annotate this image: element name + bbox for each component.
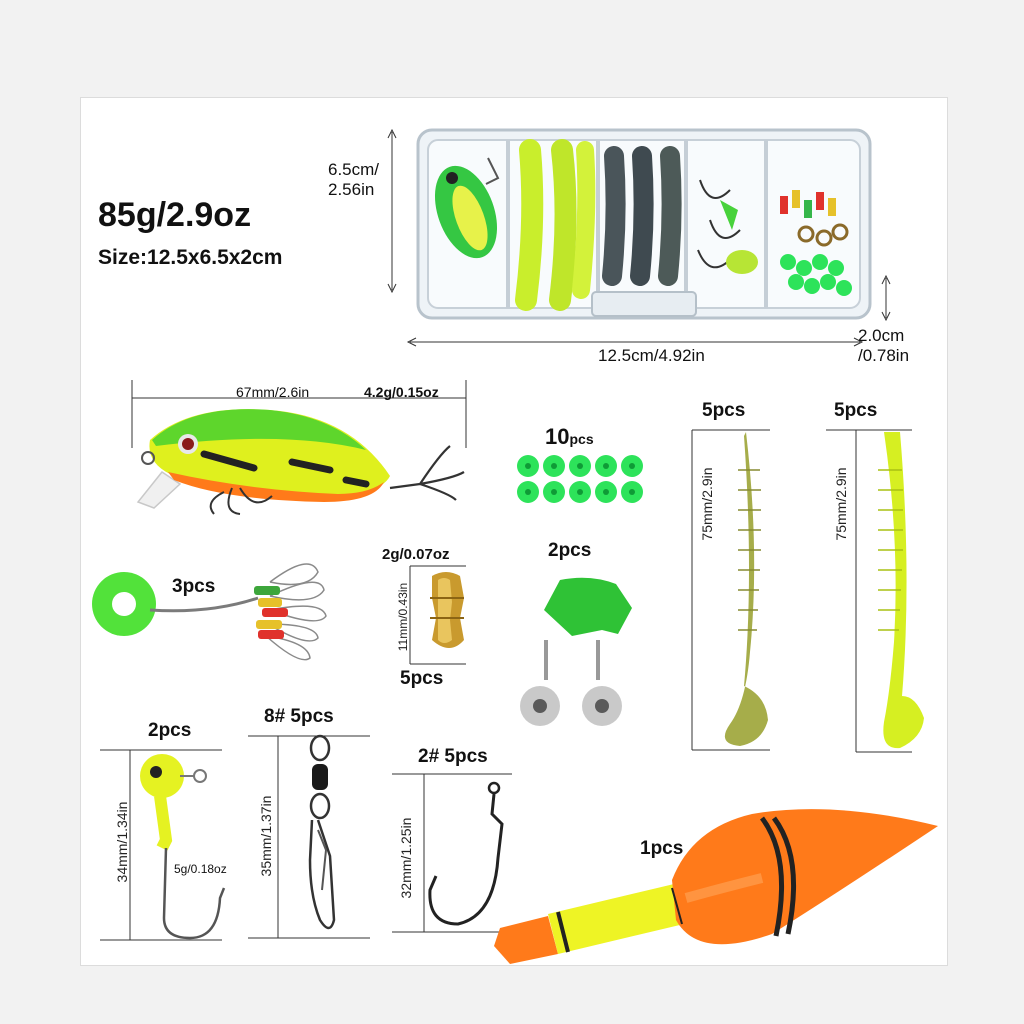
jighead-weight: 5g/0.18oz — [174, 862, 227, 876]
jighead-length: 34mm/1.34in — [114, 801, 130, 883]
sinker-weight: 2g/0.07oz — [382, 546, 450, 563]
soft-bait-a-quantity: 5pcs — [702, 400, 746, 421]
box-weight: 85g/2.9oz — [98, 196, 252, 234]
float-stopper-quantity: 3pcs — [172, 576, 216, 597]
beads-unit: pcs — [569, 431, 594, 447]
hook-quantity: 2# 5pcs — [418, 746, 488, 767]
bell-quantity: 2pcs — [548, 540, 592, 561]
box-depth-dimension: 2.0cm /0.78in — [858, 326, 910, 365]
minnow-length: 67mm/2.6in — [236, 384, 310, 400]
box-size: Size:12.5x6.5x2cm — [98, 246, 283, 269]
beads-quantity: 10pcs — [545, 424, 594, 450]
soft-bait-b-length: 75mm/2.9in — [833, 467, 849, 541]
minnow-weight: 4.2g/0.15oz — [364, 384, 439, 400]
soft-bait-a-length: 75mm/2.9in — [699, 467, 715, 541]
sinker-quantity: 5pcs — [400, 668, 444, 689]
hook-length: 32mm/1.25in — [398, 817, 414, 899]
swivel-length: 35mm/1.37in — [258, 795, 274, 877]
beads-count: 10 — [545, 424, 570, 449]
soft-bait-b-quantity: 5pcs — [834, 400, 878, 421]
swivel-quantity: 8# 5pcs — [264, 706, 334, 727]
box-height-dimension: 6.5cm/ 2.56in — [328, 160, 380, 199]
float-quantity: 1pcs — [640, 838, 684, 859]
jighead-quantity: 2pcs — [148, 720, 192, 741]
box-length-dimension: 12.5cm/4.92in — [598, 346, 705, 365]
sinker-length: 11mm/0.43in — [396, 582, 410, 652]
